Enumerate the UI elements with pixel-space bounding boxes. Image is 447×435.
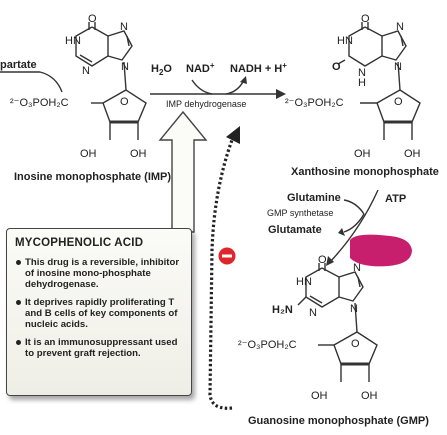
svg-text:OH: OH [80,148,97,160]
svg-text:OH: OH [354,148,371,160]
svg-text:N: N [120,21,128,33]
xmp-to-gmp-arrow [326,189,379,266]
glutamine-label: Glutamine [287,192,341,204]
svg-text:O: O [120,96,129,108]
callout-list: This drug is a reversible, inhibitor of … [15,257,183,359]
svg-text:HN: HN [65,35,81,47]
svg-text:H₂N: H₂N [272,304,293,316]
svg-text:HN: HN [296,276,312,288]
svg-text:²⁻O₃POH₂C: ²⁻O₃POH₂C [285,97,344,109]
svg-text:O: O [361,13,370,25]
svg-text:H: H [358,77,366,89]
partate-label: partate [0,59,37,71]
svg-text:O: O [332,61,341,73]
svg-text:N: N [396,21,404,33]
imp-dehydrogenase-label: IMP dehydrogenase [166,99,246,109]
svg-text:N: N [309,307,317,319]
svg-text:N: N [82,65,90,77]
callout-item: It deprives rapidly proliferating T and … [15,297,183,330]
svg-text:OH: OH [361,390,378,402]
callout-item: This drug is a reversible, inhibitor of … [15,257,183,290]
mycophenolic-acid-callout: MYCOPHENOLIC ACID This drug is a reversi… [6,228,192,396]
svg-text:²⁻O₃POH₂C: ²⁻O₃POH₂C [238,339,297,351]
glutamate-label: Glutamate [268,224,322,236]
magenta-annotation [350,234,412,267]
gmp-name: Guanosine monophosphate (GMP) [248,415,429,427]
svg-text:N: N [350,303,358,315]
imp-name: Inosine monophosphate (IMP) [14,171,171,183]
inhibitor-symbol [218,247,236,265]
svg-text:OH: OH [130,148,147,160]
callout-title: MYCOPHENOLIC ACID [15,237,144,249]
xmp-structure: O HN N O N H N O ²⁻O₃POH₂C OH OH [285,13,421,160]
nadh-label: NADH + H+ [230,61,287,75]
atp-label: ATP [385,193,406,205]
gmp-synthetase-label: GMP synthetase [267,208,333,218]
svg-text:²⁻O₃POH₂C: ²⁻O₃POH₂C [10,97,69,109]
svg-text:N: N [358,67,366,79]
svg-text:O: O [88,13,97,25]
h2o-label: H2O [151,63,172,77]
imp-to-xmp-arrow [150,76,286,99]
svg-text:HN: HN [337,35,353,47]
xmp-name: Xanthosine monophosphate [291,166,439,178]
svg-text:O: O [318,254,327,266]
callout-item: It is an immunosuppressant used to preve… [15,337,183,359]
nad-label: NAD+ [186,61,215,75]
gmp-structure: O HN N H₂N N N O ²⁻O₃POH₂C OH OH [238,254,378,402]
partate-arrow [0,71,63,93]
svg-text:O: O [394,96,403,108]
inhibition-path [208,126,240,410]
svg-text:O: O [351,338,360,350]
svg-text:OH: OH [311,390,328,402]
svg-text:N: N [353,262,361,274]
svg-text:N: N [394,61,402,73]
svg-text:N: N [121,61,129,73]
callout-pointer [158,110,208,233]
svg-text:OH: OH [404,148,421,160]
imp-structure: O HN N N N O ²⁻O₃POH₂C OH OH [10,13,147,160]
